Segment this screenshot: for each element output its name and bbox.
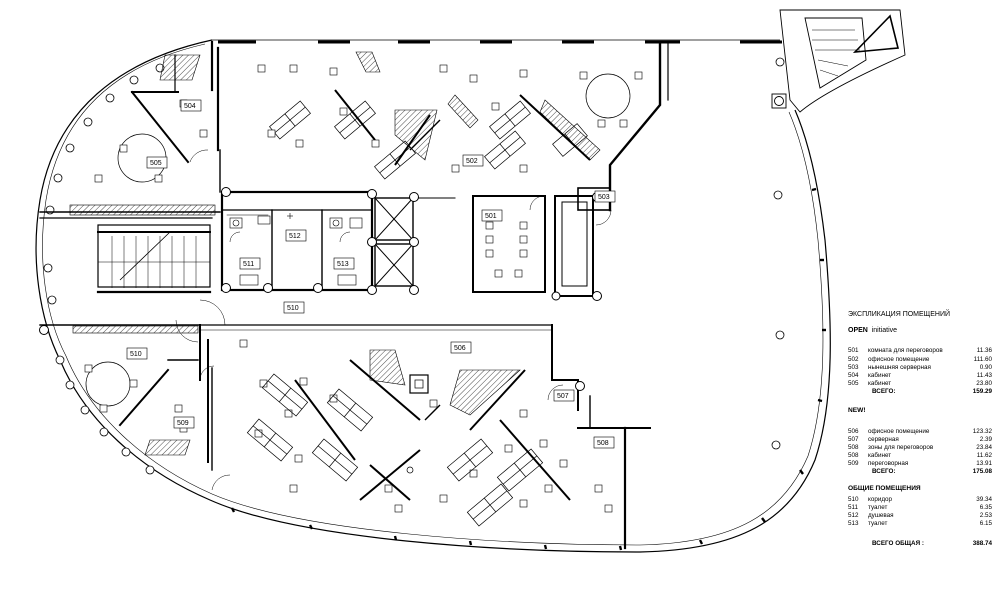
room-tag-510-left: 510 <box>126 347 148 360</box>
door-swings <box>175 149 612 491</box>
room-schedule: ЭКСПЛИКАЦИЯ ПОМЕЩЕНИЙ OPEN initiative 50… <box>848 311 993 549</box>
svg-text:501: 501 <box>485 213 497 220</box>
svg-text:510: 510 <box>130 351 142 358</box>
stair-treads <box>98 231 210 288</box>
room-tag-505: 505 <box>146 156 168 169</box>
svg-text:509: 509 <box>177 420 189 427</box>
svg-text:502: 502 <box>466 158 478 165</box>
perimeter-columns <box>43 57 785 475</box>
svg-text:507: 507 <box>557 393 569 400</box>
svg-text:503: 503 <box>598 194 610 201</box>
svg-text:511: 511 <box>243 261 254 268</box>
room-tag-509: 509 <box>173 416 195 429</box>
new-total: ВСЕГО:175.08 <box>872 468 992 476</box>
room-tag-503: 503 <box>594 190 616 203</box>
grand-total: ВСЕГО ОБЩАЯ :388.74 <box>872 540 992 548</box>
open-total: ВСЕГО:159.29 <box>872 388 992 396</box>
open-section-heading: OPEN initiative <box>848 327 898 335</box>
room-tags: 504 505 502 503 501 512 511 513 510 510 … <box>126 99 616 449</box>
room-tag-506: 506 <box>450 341 472 354</box>
room-tag-513: 513 <box>333 257 355 270</box>
core-columns <box>39 187 602 391</box>
new-section-heading: NEW! <box>848 407 866 415</box>
room-tag-507: 507 <box>553 389 575 402</box>
bottom-windows <box>230 187 826 551</box>
room-tag-508: 508 <box>593 436 615 449</box>
common-section-heading: ОБЩИЕ ПОМЕЩЕНИЯ <box>848 485 921 493</box>
room-tag-510-corridor: 510 <box>283 301 305 314</box>
room-tag-502: 502 <box>462 154 484 167</box>
building-envelope <box>35 39 831 553</box>
svg-text:508: 508 <box>597 440 609 447</box>
svg-text:513: 513 <box>337 261 349 268</box>
svg-text:505: 505 <box>150 160 162 167</box>
room-tag-504: 504 <box>180 99 202 112</box>
svg-text:506: 506 <box>454 345 466 352</box>
room-tag-512: 512 <box>285 229 307 242</box>
workstations-lower <box>246 359 571 527</box>
workstations-upper <box>85 73 631 407</box>
room-tag-511: 511 <box>239 257 261 270</box>
stair-tower <box>771 9 906 113</box>
svg-text:504: 504 <box>184 103 196 110</box>
svg-text:510: 510 <box>287 305 299 312</box>
sanitary-fixtures <box>229 213 363 286</box>
svg-text:512: 512 <box>289 233 301 240</box>
legend-title: ЭКСПЛИКАЦИЯ ПОМЕЩЕНИЙ <box>848 311 951 318</box>
room-tag-501: 501 <box>481 209 503 222</box>
